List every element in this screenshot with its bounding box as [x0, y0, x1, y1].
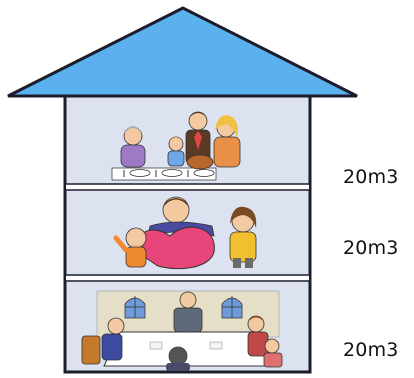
floor-volume-label: 20m3 [343, 339, 399, 361]
floor-divider-bottom [66, 275, 309, 281]
floor-volume-label: 20m3 [343, 166, 399, 188]
roof [8, 8, 357, 96]
business-meeting-illustration [82, 291, 282, 371]
floor-divider-top [66, 184, 309, 190]
floor-volume-label: 20m3 [343, 237, 399, 259]
